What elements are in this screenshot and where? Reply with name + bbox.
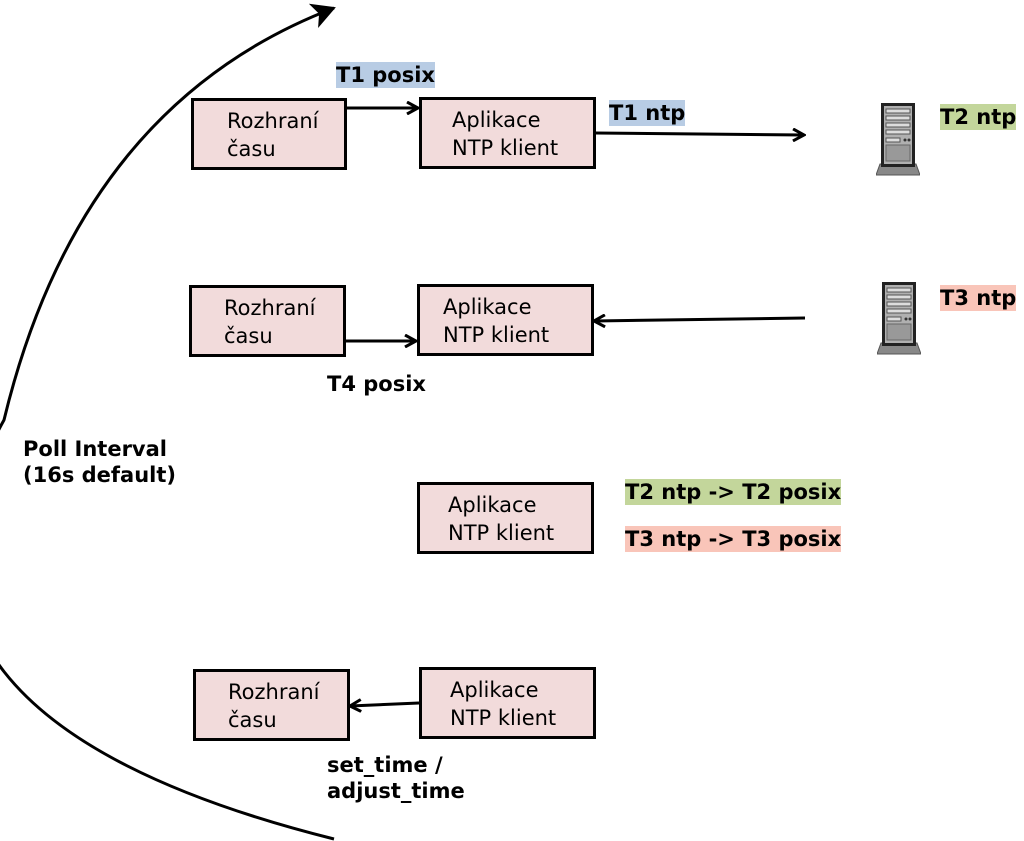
time-interface-box: Rozhraní času bbox=[191, 98, 347, 170]
arrow-server-to-client bbox=[594, 318, 806, 321]
poll-interval-arc bbox=[0, 3, 336, 841]
ntp-client-box: Aplikace NTP klient bbox=[417, 482, 594, 554]
t1-posix-label: T1 posix bbox=[336, 62, 435, 88]
poll-interval-label: Poll Interval (16s default) bbox=[23, 437, 176, 487]
t2-ntp-label: T2 ntp bbox=[940, 104, 1017, 130]
t2-conversion-label: T2 ntp -> T2 posix bbox=[625, 479, 842, 505]
ntp-client-box: Aplikace NTP klient bbox=[419, 667, 596, 739]
server-icon bbox=[877, 282, 921, 355]
t3-conversion-label: T3 ntp -> T3 posix bbox=[625, 526, 842, 552]
time-interface-box: Rozhraní času bbox=[189, 285, 346, 357]
set-time-label: set_time / adjust_time bbox=[327, 753, 465, 803]
t4-posix-label: T4 posix bbox=[327, 372, 426, 396]
arrow-client-to-server bbox=[594, 133, 804, 135]
ntp-client-box: Aplikace NTP klient bbox=[417, 284, 594, 356]
t3-ntp-label: T3 ntp bbox=[940, 285, 1017, 311]
t1-ntp-label: T1 ntp bbox=[609, 100, 686, 126]
server-icon bbox=[876, 103, 920, 176]
time-interface-box: Rozhraní času bbox=[193, 669, 350, 741]
arrow-client-to-interface bbox=[350, 703, 420, 706]
ntp-client-box: Aplikace NTP klient bbox=[419, 97, 596, 169]
